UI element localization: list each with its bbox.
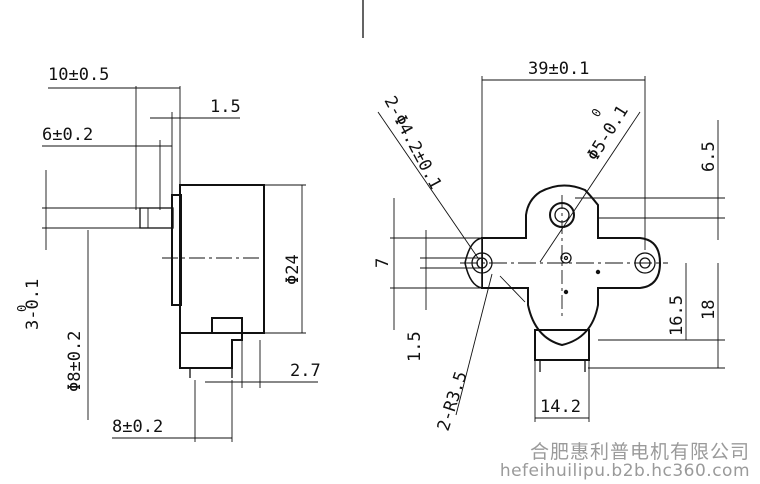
flange xyxy=(171,194,182,306)
dim-6: 6±0.2 xyxy=(42,125,93,145)
dim-39: 39±0.1 xyxy=(528,59,589,79)
watermark-company: 合肥惠利普电机有限公司 xyxy=(529,441,750,463)
rivet xyxy=(595,269,601,275)
dim-3: 3-0.1 xyxy=(23,279,43,330)
dim-2-7: 2.7 xyxy=(290,361,321,381)
dim-8-dia: Φ8±0.2 xyxy=(65,331,85,392)
dim-1-5: 1.5 xyxy=(405,331,425,362)
leader-line xyxy=(539,111,641,263)
gear-housing xyxy=(179,317,243,369)
leader-line xyxy=(377,111,479,259)
center-dot xyxy=(563,255,569,261)
rivet xyxy=(563,289,569,295)
center-hole xyxy=(560,252,572,264)
dim-r3-5: 2-R3.5 xyxy=(434,369,472,434)
shaft xyxy=(139,207,174,229)
dim-6-5: 6.5 xyxy=(699,141,719,172)
dim-5-sup: 0 xyxy=(589,106,605,120)
dim-14-2: 14.2 xyxy=(540,397,581,417)
dim-1-5-top: 1.5 xyxy=(210,97,241,117)
motor-front-outline xyxy=(481,184,662,347)
leader-arrow xyxy=(499,275,526,303)
dim-7: 7 xyxy=(373,258,393,268)
dim-10: 10±0.5 xyxy=(48,65,109,85)
leader-line xyxy=(455,273,493,416)
dim-8: 8±0.2 xyxy=(112,417,163,437)
side-view: 10±0.5 1.5 6±0.2 3-0.1 0 Φ8±0.2 Φ24 2.7 … xyxy=(15,65,321,442)
dim-3-sup: 0 xyxy=(15,305,29,312)
dim-18: 18 xyxy=(699,300,719,320)
bottom-housing xyxy=(534,329,590,361)
dim-24-dia: Φ24 xyxy=(283,254,303,285)
dim-16-5: 16.5 xyxy=(667,295,687,336)
watermark-url: hefeihuilipu.b2b.hc360.com xyxy=(499,461,750,481)
front-view: 39±0.1 6.5 2-Φ4.2±0.1 Φ5-0.1 0 7 1.5 16.… xyxy=(373,59,725,434)
motor-body xyxy=(179,184,265,334)
dim-4-2-holes: 2-Φ4.2±0.1 xyxy=(380,93,446,193)
